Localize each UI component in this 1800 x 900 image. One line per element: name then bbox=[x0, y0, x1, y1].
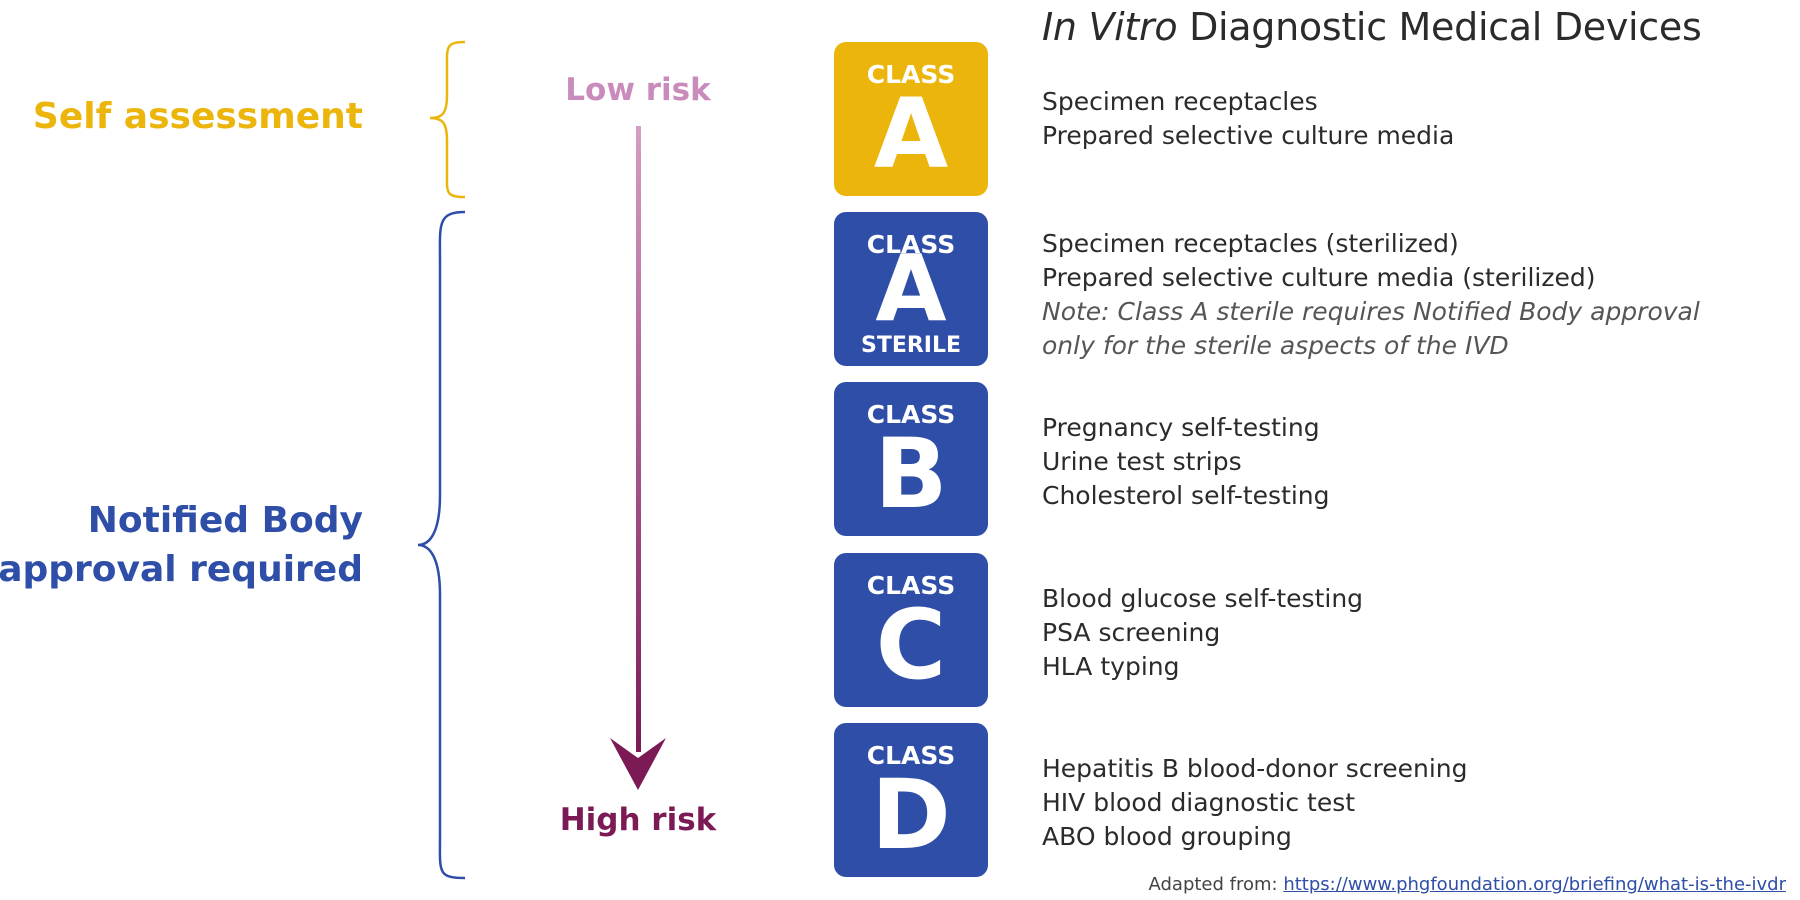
class-b-example-3: Cholesterol self-testing bbox=[1042, 481, 1330, 510]
class-d-example-3: ABO blood grouping bbox=[1042, 822, 1292, 851]
class-a-sterile-note-2: only for the sterile aspects of the IVD bbox=[1042, 331, 1509, 360]
class-d-caption: CLASS bbox=[866, 741, 956, 770]
notified-body-label-line1: Notified Body bbox=[87, 500, 363, 541]
class-c-box: CLASS C bbox=[834, 553, 988, 707]
class-d-example-1: Hepatitis B blood-donor screening bbox=[1042, 754, 1468, 783]
class-c-examples: Blood glucose self-testing PSA screening… bbox=[1042, 582, 1363, 684]
class-b-example-2: Urine test strips bbox=[1042, 447, 1242, 476]
page-title: In Vitro Diagnostic Medical Devices bbox=[1042, 5, 1702, 49]
class-b-examples: Pregnancy self-testing Urine test strips… bbox=[1042, 411, 1330, 513]
class-a-example-2: Prepared selective culture media bbox=[1042, 121, 1455, 150]
risk-arrow-head bbox=[610, 738, 666, 790]
title-italic: In Vitro bbox=[1042, 5, 1178, 49]
self-assessment-brace bbox=[429, 40, 466, 199]
class-a-letter: A bbox=[873, 78, 949, 190]
notified-body-label-line2: approval required bbox=[0, 549, 363, 590]
class-a-sterile-box: CLASS A STERILE bbox=[834, 212, 988, 366]
class-a-example-1: Specimen receptacles bbox=[1042, 87, 1318, 116]
class-c-letter: C bbox=[875, 589, 947, 701]
class-d-box: CLASS D bbox=[834, 723, 988, 877]
class-a-examples: Specimen receptacles Prepared selective … bbox=[1042, 85, 1454, 153]
class-d-letter: D bbox=[871, 759, 951, 871]
class-a-caption: CLASS bbox=[866, 60, 956, 89]
class-c-caption: CLASS bbox=[866, 571, 956, 600]
title-rest: Diagnostic Medical Devices bbox=[1177, 5, 1702, 49]
notified-body-label: Notified Body approval required bbox=[0, 496, 363, 594]
high-risk-label: High risk bbox=[559, 802, 717, 838]
class-a-sterile-subcaption: STERILE bbox=[860, 333, 962, 358]
class-b-example-1: Pregnancy self-testing bbox=[1042, 413, 1320, 442]
class-b-letter: B bbox=[874, 418, 948, 530]
class-d-example-2: HIV blood diagnostic test bbox=[1042, 788, 1356, 817]
class-a-sterile-examples: Specimen receptacles (sterilized) Prepar… bbox=[1042, 227, 1700, 363]
class-a-box: CLASS A bbox=[834, 42, 988, 196]
class-a-sterile-caption: CLASS bbox=[866, 230, 956, 259]
class-c-example-2: PSA screening bbox=[1042, 618, 1221, 647]
class-a-sterile-example-2: Prepared selective culture media (steril… bbox=[1042, 263, 1596, 292]
class-a-sterile-example-1: Specimen receptacles (sterilized) bbox=[1042, 229, 1459, 258]
source-link[interactable]: https://www.phgfoundation.org/briefing/w… bbox=[1283, 874, 1786, 895]
low-risk-label: Low risk bbox=[565, 72, 711, 108]
footer-prefix: Adapted from: bbox=[1148, 874, 1284, 895]
source-footer: Adapted from: https://www.phgfoundation.… bbox=[1148, 874, 1786, 895]
class-d-examples: Hepatitis B blood-donor screening HIV bl… bbox=[1042, 752, 1468, 854]
class-c-example-3: HLA typing bbox=[1042, 652, 1180, 681]
class-a-sterile-letter: A bbox=[875, 235, 947, 342]
class-c-example-1: Blood glucose self-testing bbox=[1042, 584, 1364, 613]
self-assessment-label: Self assessment bbox=[32, 96, 363, 137]
class-a-sterile-note-1: Note: Class A sterile requires Notified … bbox=[1042, 297, 1700, 326]
class-b-caption: CLASS bbox=[866, 400, 956, 429]
risk-arrow-shaft bbox=[636, 126, 641, 752]
class-b-box: CLASS B bbox=[834, 382, 988, 536]
notified-body-brace bbox=[417, 210, 466, 880]
